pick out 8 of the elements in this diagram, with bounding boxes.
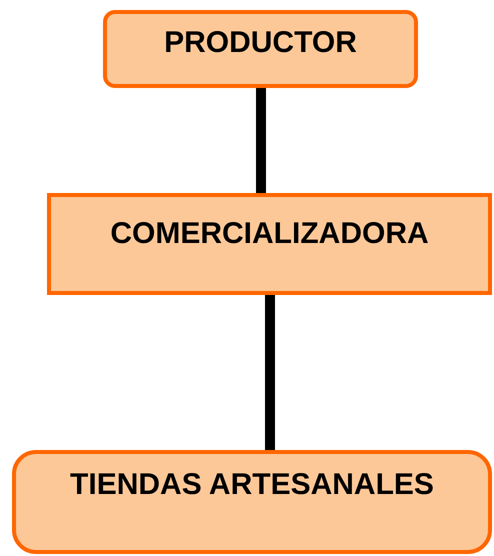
process-box (47, 193, 492, 295)
box-label: PRODUCTOR (164, 25, 357, 61)
process-box (103, 10, 418, 88)
box-label: COMERCIALIZADORA (110, 216, 429, 252)
connector-line (256, 88, 266, 193)
process-box (12, 450, 492, 554)
connector-line (265, 295, 275, 450)
box-label: TIENDAS ARTESANALES (70, 467, 434, 503)
